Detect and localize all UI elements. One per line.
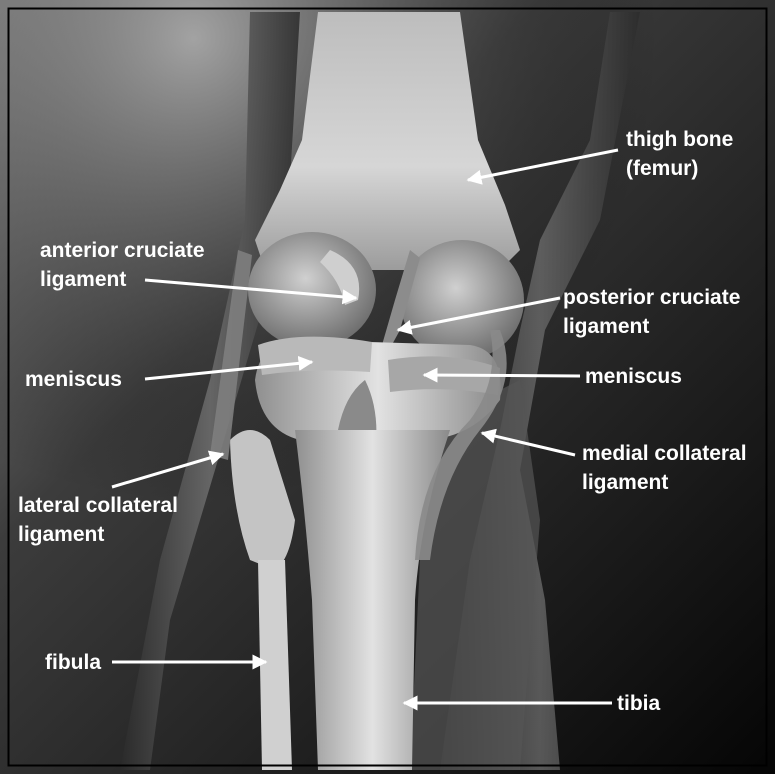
label-fibula: fibula [45, 651, 101, 674]
label-lcl-line2: ligament [18, 523, 104, 546]
label-mcl-line1: medial collateral [582, 442, 747, 465]
label-tibia: tibia [617, 692, 660, 715]
label-pcl-line1: posterior cruciate [563, 286, 740, 309]
meniscus-lateral [258, 337, 372, 375]
label-lcl-line1: lateral collateral [18, 494, 178, 517]
label-mcl-line2: ligament [582, 471, 668, 494]
label-femur-line1: thigh bone [626, 128, 733, 151]
label-meniscus-left: meniscus [25, 368, 122, 391]
label-pcl-line2: ligament [563, 315, 649, 338]
label-acl-line1: anterior cruciate [40, 239, 205, 262]
arrow-meniscus-right [424, 375, 580, 376]
label-femur-line2: (femur) [626, 157, 698, 180]
label-meniscus-right: meniscus [585, 365, 682, 388]
label-acl-line2: ligament [40, 268, 126, 291]
